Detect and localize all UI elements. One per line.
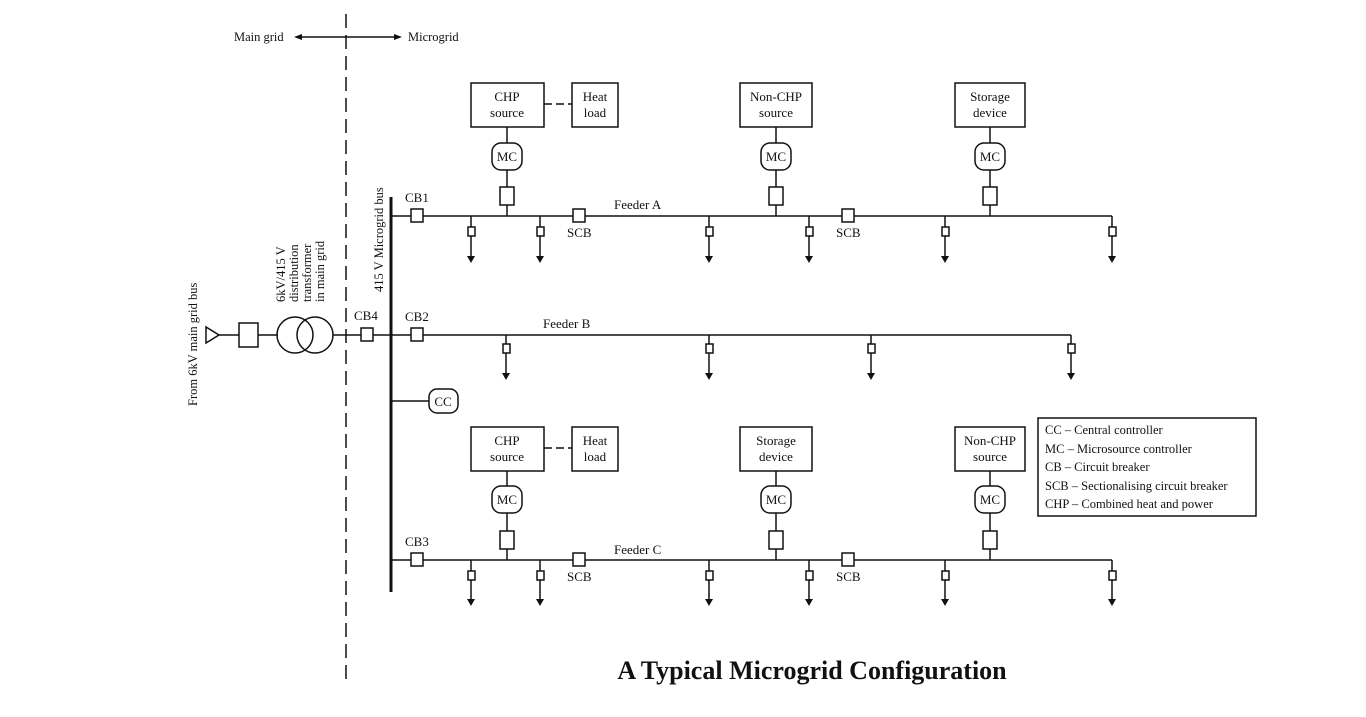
scb-breaker bbox=[841, 208, 855, 223]
legend-item: CC – Central controller bbox=[1045, 423, 1164, 437]
svg-text:load: load bbox=[584, 449, 607, 464]
load-tap bbox=[705, 216, 714, 263]
feeder-c-label: Feeder C bbox=[614, 542, 661, 557]
scb-label: SCB bbox=[836, 225, 861, 240]
load-tap bbox=[1108, 560, 1117, 606]
svg-text:CC: CC bbox=[434, 394, 451, 409]
microsource-controller: MC bbox=[491, 471, 523, 560]
svg-text:transformer: transformer bbox=[300, 243, 314, 302]
svg-text:device: device bbox=[973, 105, 1007, 120]
scb-label: SCB bbox=[567, 569, 592, 584]
scb-breaker bbox=[841, 552, 855, 567]
legend: CC – Central controller MC – Microsource… bbox=[1037, 417, 1257, 517]
microgrid-label: Microgrid bbox=[408, 30, 459, 44]
scb-label: SCB bbox=[836, 569, 861, 584]
load-tap bbox=[467, 216, 476, 263]
feeder-a-label: Feeder A bbox=[614, 197, 662, 212]
load-tap bbox=[941, 560, 950, 606]
feeder-c-storage-device: Storage device bbox=[739, 426, 813, 472]
feeder-c-heat-load: Heat load bbox=[571, 426, 619, 472]
load-tap bbox=[502, 335, 511, 380]
bus-label: 415 V Microgrid bus bbox=[372, 187, 386, 292]
svg-text:MC: MC bbox=[980, 149, 1000, 164]
svg-text:CHP: CHP bbox=[494, 433, 519, 448]
diagram-title: A Typical Microgrid Configuration bbox=[617, 656, 1007, 685]
feeder-c-non-chp-source: Non-CHP source bbox=[954, 426, 1026, 472]
svg-text:source: source bbox=[490, 449, 524, 464]
legend-item: MC – Microsource controller bbox=[1045, 442, 1193, 456]
microsource-controller: MC bbox=[491, 127, 523, 216]
svg-text:source: source bbox=[490, 105, 524, 120]
load-tap bbox=[941, 216, 950, 263]
legend-item: CHP – Combined heat and power bbox=[1045, 497, 1214, 511]
transformer-icon bbox=[276, 316, 334, 354]
load-tap bbox=[536, 560, 545, 606]
feeder-a-chp-source: CHP source bbox=[470, 82, 545, 128]
feeder-b-label: Feeder B bbox=[543, 316, 591, 331]
load-tap bbox=[1067, 335, 1076, 380]
svg-text:device: device bbox=[759, 449, 793, 464]
microsource-controller: MC bbox=[974, 127, 1006, 216]
svg-text:Non-CHP: Non-CHP bbox=[750, 89, 802, 104]
svg-text:MC: MC bbox=[766, 149, 786, 164]
svg-text:MC: MC bbox=[980, 492, 1000, 507]
svg-text:Heat: Heat bbox=[583, 89, 608, 104]
svg-text:in main grid: in main grid bbox=[313, 240, 327, 302]
load-tap bbox=[805, 216, 814, 263]
microsource-controller: MC bbox=[760, 127, 792, 216]
load-tap bbox=[867, 335, 876, 380]
scb-label: SCB bbox=[567, 225, 592, 240]
scb-breaker bbox=[572, 208, 586, 223]
load-tap bbox=[467, 560, 476, 606]
main-grid-label: Main grid bbox=[234, 30, 284, 44]
load-tap bbox=[705, 335, 714, 380]
cb1-breaker bbox=[410, 208, 424, 223]
transformer-label: 6kV/415 V distribution transformer in ma… bbox=[274, 240, 327, 302]
cb2-breaker bbox=[410, 327, 424, 342]
scb-breaker bbox=[572, 552, 586, 567]
svg-text:distribution: distribution bbox=[287, 244, 301, 302]
cb3-breaker bbox=[410, 552, 424, 567]
svg-text:Storage: Storage bbox=[756, 433, 796, 448]
cb2-label: CB2 bbox=[405, 309, 429, 324]
svg-text:MC: MC bbox=[497, 492, 517, 507]
legend-item: CB – Circuit breaker bbox=[1045, 460, 1150, 474]
svg-text:MC: MC bbox=[766, 492, 786, 507]
cb4-label: CB4 bbox=[354, 308, 378, 323]
feeder-a-heat-load: Heat load bbox=[571, 82, 619, 128]
direction-arrow bbox=[294, 34, 402, 40]
main-breaker bbox=[238, 322, 259, 348]
svg-text:load: load bbox=[584, 105, 607, 120]
microsource-controller: MC bbox=[974, 471, 1006, 560]
svg-text:Non-CHP: Non-CHP bbox=[964, 433, 1016, 448]
svg-text:6kV/415 V: 6kV/415 V bbox=[274, 246, 288, 302]
svg-text:Heat: Heat bbox=[583, 433, 608, 448]
source-arrow-icon bbox=[205, 325, 221, 345]
svg-text:source: source bbox=[973, 449, 1007, 464]
feeder-a-non-chp-source: Non-CHP source bbox=[739, 82, 813, 128]
feeder-a-storage-device: Storage device bbox=[954, 82, 1026, 128]
cb1-label: CB1 bbox=[405, 190, 429, 205]
svg-text:source: source bbox=[759, 105, 793, 120]
load-tap bbox=[1108, 216, 1117, 263]
cb3-label: CB3 bbox=[405, 534, 429, 549]
source-label: From 6kV main grid bus bbox=[186, 282, 200, 406]
svg-text:Storage: Storage bbox=[970, 89, 1010, 104]
feeder-c-chp-source: CHP source bbox=[470, 426, 545, 472]
load-tap bbox=[705, 560, 714, 606]
legend-item: SCB – Sectionalising circuit breaker bbox=[1045, 479, 1228, 493]
microsource-controller: MC bbox=[760, 471, 792, 560]
central-controller: CC bbox=[428, 388, 459, 414]
svg-text:MC: MC bbox=[497, 149, 517, 164]
cb4-breaker bbox=[360, 327, 374, 342]
load-tap bbox=[536, 216, 545, 263]
svg-text:CHP: CHP bbox=[494, 89, 519, 104]
load-tap bbox=[805, 560, 814, 606]
